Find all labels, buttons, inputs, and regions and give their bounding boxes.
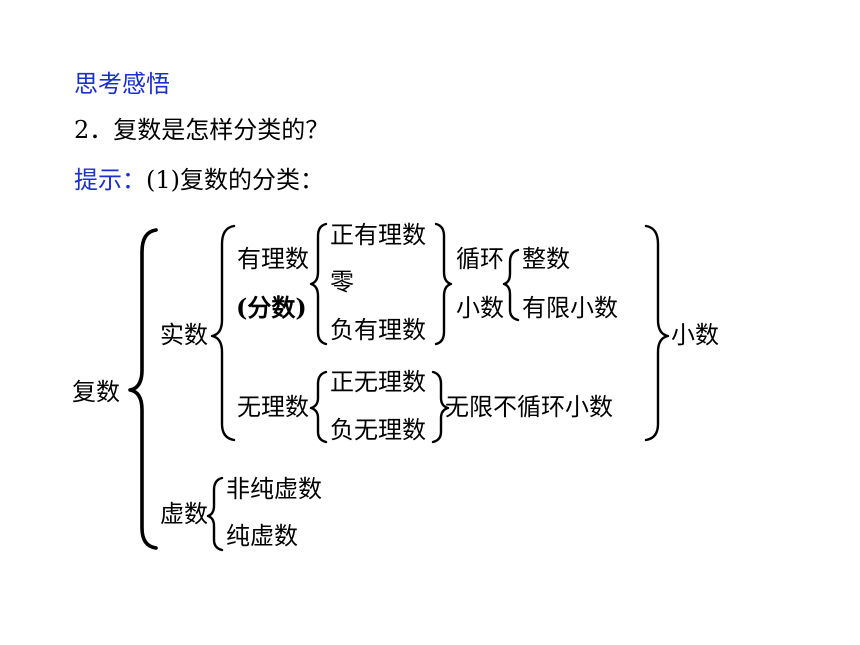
node-pos-rational: 正有理数 xyxy=(330,221,426,249)
node-nonpure-imag: 非纯虚数 xyxy=(226,475,322,503)
node-rational-fraction: (分数) xyxy=(236,293,307,322)
hint-text: (1)复数的分类： xyxy=(146,166,324,194)
node-real: 实数 xyxy=(160,321,208,349)
brace-rational-close xyxy=(434,222,453,346)
node-zero: 零 xyxy=(330,268,354,296)
brace-real xyxy=(210,224,236,442)
node-decimal: 小数 xyxy=(671,321,719,349)
node-neg-rational: 负有理数 xyxy=(330,316,426,344)
node-pure-imag: 纯虚数 xyxy=(226,522,298,550)
node-imaginary: 虚数 xyxy=(160,500,208,528)
node-integer: 整数 xyxy=(522,245,570,273)
hint-line: 提示：(1)复数的分类： xyxy=(74,168,324,192)
node-cyclic-decimal: 小数 xyxy=(456,294,504,322)
node-pos-irrational: 正无理数 xyxy=(330,368,426,396)
hint-label: 提示： xyxy=(74,166,146,194)
node-finite-decimal: 有限小数 xyxy=(522,294,618,322)
node-rational: 有理数 xyxy=(237,245,309,273)
brace-irrational-close xyxy=(431,370,450,444)
brace-imaginary xyxy=(206,476,224,552)
node-neg-irrational: 负无理数 xyxy=(330,416,426,444)
section-heading: 思考感悟 xyxy=(74,70,170,98)
brace-irrational xyxy=(309,370,328,444)
node-complex: 复数 xyxy=(72,378,120,406)
question-text: 2．复数是怎样分类的？ xyxy=(74,116,330,144)
node-cyclic: 循环 xyxy=(456,245,504,273)
node-irrational: 无理数 xyxy=(237,393,309,421)
node-nonrepeating: 无限不循环小数 xyxy=(445,393,613,421)
brace-cyclic xyxy=(502,248,520,322)
brace-decimal xyxy=(644,224,670,442)
brace-complex xyxy=(128,228,158,550)
brace-rational xyxy=(309,222,328,346)
